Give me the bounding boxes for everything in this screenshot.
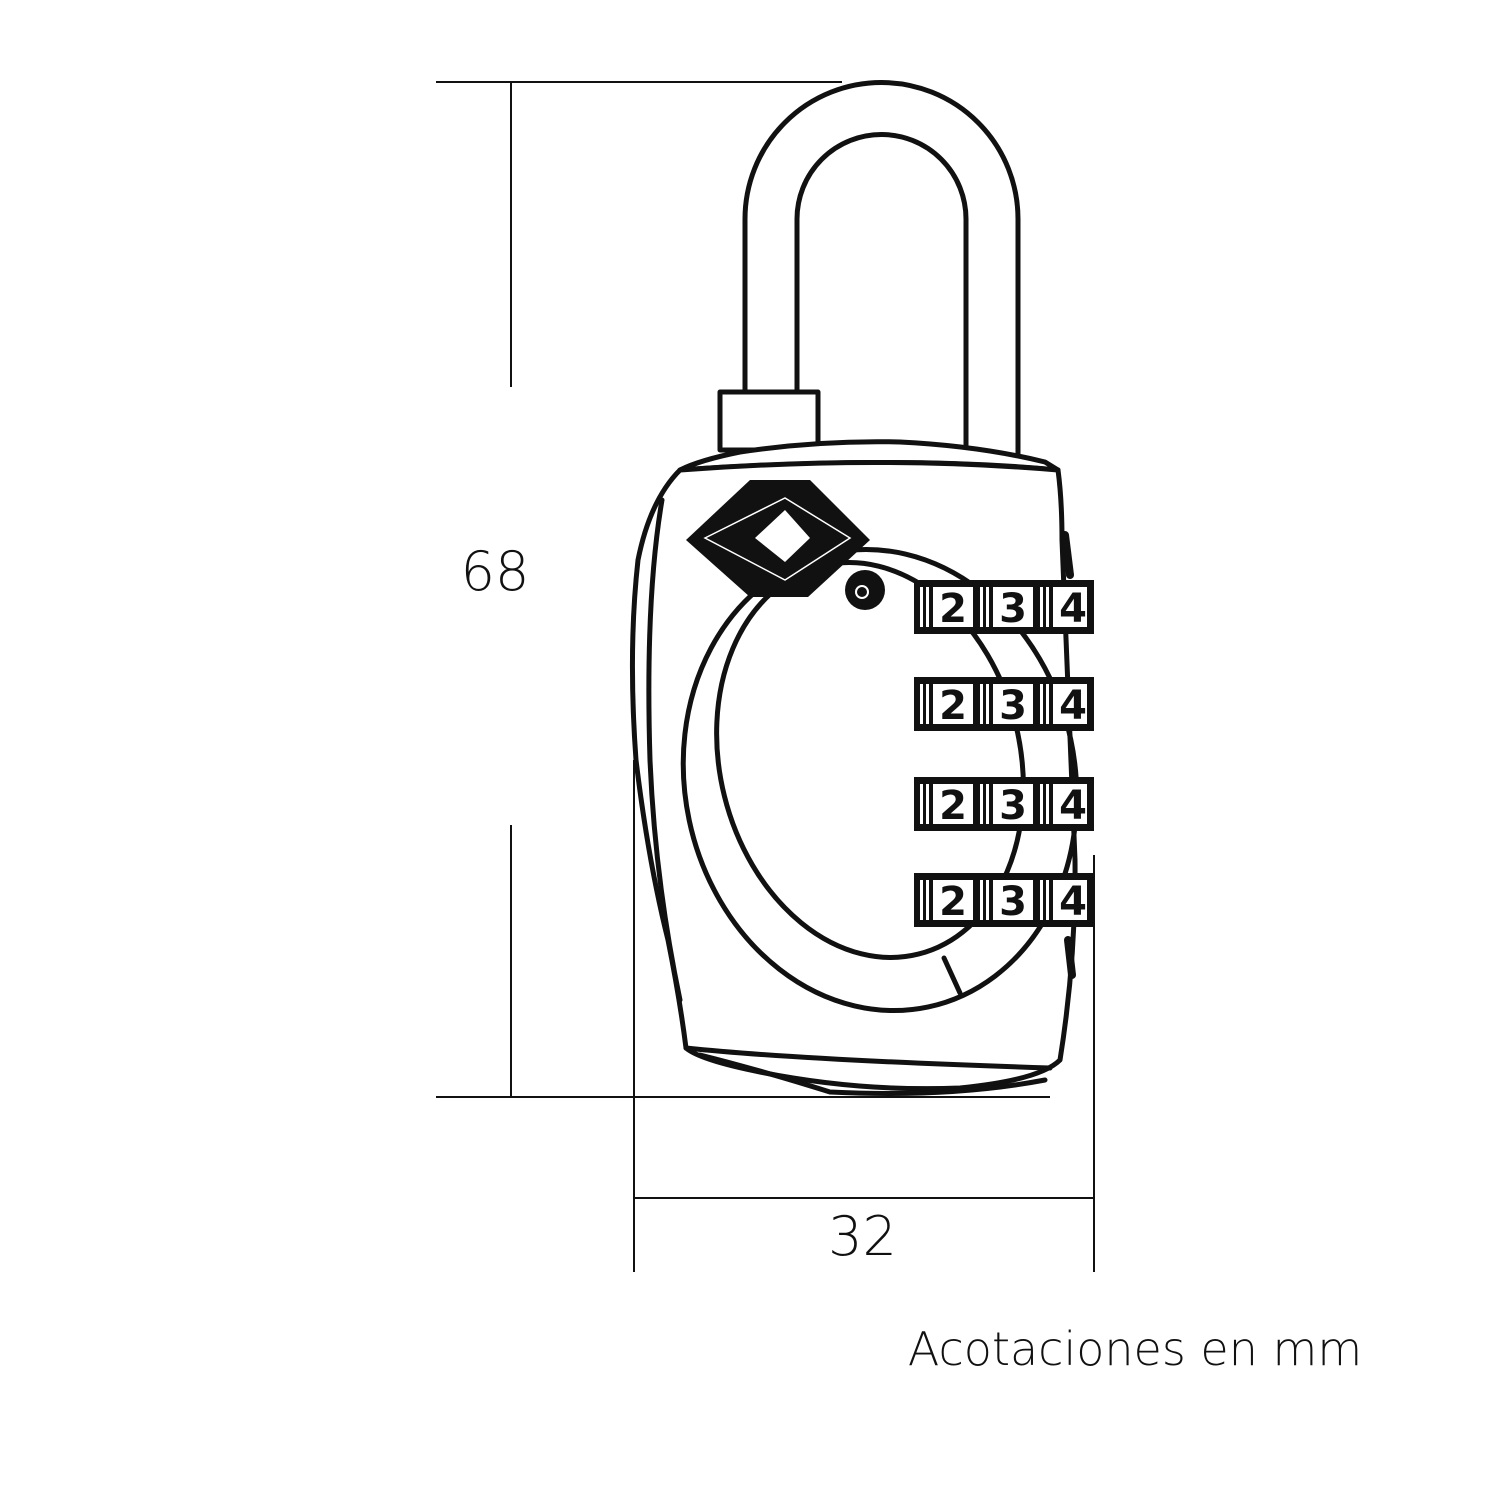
dial-ridge (1040, 587, 1043, 627)
dial-ridge (920, 684, 923, 724)
dial-window (933, 684, 973, 724)
dial-ridge (1046, 880, 1049, 920)
dial-window (1053, 784, 1087, 824)
dial-ridge (980, 684, 983, 724)
recess-seam (941, 955, 963, 996)
tsa-diamond-inner (703, 497, 852, 581)
dial-ridge (1046, 587, 1049, 627)
dial-window (993, 587, 1033, 627)
dial-window (933, 587, 973, 627)
dial-ridge (980, 880, 983, 920)
dial-ridge (1046, 684, 1049, 724)
dial-ridge (986, 784, 989, 824)
dial-ridge (1040, 880, 1043, 920)
dial-ridge (1040, 784, 1043, 824)
keyhole-slot (855, 585, 869, 599)
dial-digit: 2 (939, 783, 967, 829)
body-outline (629, 460, 1078, 1092)
dial-digit: 3 (999, 586, 1027, 632)
body-left-inner (646, 497, 683, 1003)
units-note: Acotaciones en mm (907, 1322, 1363, 1376)
dial-ridge (926, 880, 929, 920)
shackle (742, 80, 1021, 461)
tsa-lock-badge (686, 480, 885, 610)
dial-digit: 2 (939, 683, 967, 729)
width-dimension-label: 32 (828, 1205, 897, 1268)
dial-digit: 4 (1059, 586, 1087, 632)
dial-digit: 3 (999, 783, 1027, 829)
dial-digit: 3 (999, 683, 1027, 729)
dial-digit: 2 (939, 586, 967, 632)
dial-ridge (920, 784, 923, 824)
side-button (1061, 531, 1076, 979)
dial-ridge (1046, 784, 1049, 824)
dial-digit: 2 (939, 879, 967, 925)
dial-ridge (986, 684, 989, 724)
dial-window (1053, 684, 1087, 724)
dial-digit: 3 (999, 879, 1027, 925)
tsa-diamond-hole (755, 510, 810, 562)
dial-ridge (926, 684, 929, 724)
dial-window (933, 784, 973, 824)
dial-window (993, 880, 1033, 920)
dial-ridge (986, 880, 989, 920)
dial-window (993, 684, 1033, 724)
dial-ridge (920, 587, 923, 627)
body-base (697, 1052, 1048, 1096)
dial-digit: 4 (1059, 783, 1087, 829)
dial-digit: 4 (1059, 879, 1087, 925)
dial-window (1053, 587, 1087, 627)
dial-window (993, 784, 1033, 824)
dial-ridge (926, 587, 929, 627)
height-dimension-label: 68 (460, 540, 530, 603)
dial-window (1053, 880, 1087, 920)
dial-window (933, 880, 973, 920)
dial-ridge (986, 587, 989, 627)
dial-digit: 4 (1059, 683, 1087, 729)
dial-ridge (926, 784, 929, 824)
dial-ridge (980, 587, 983, 627)
keyhole-icon (845, 570, 885, 610)
body-bottom-edge (683, 1045, 1053, 1071)
shackle-collar (717, 389, 821, 453)
dial-ridge (980, 784, 983, 824)
dial-ridge (920, 880, 923, 920)
dial-ridge (1040, 684, 1043, 724)
